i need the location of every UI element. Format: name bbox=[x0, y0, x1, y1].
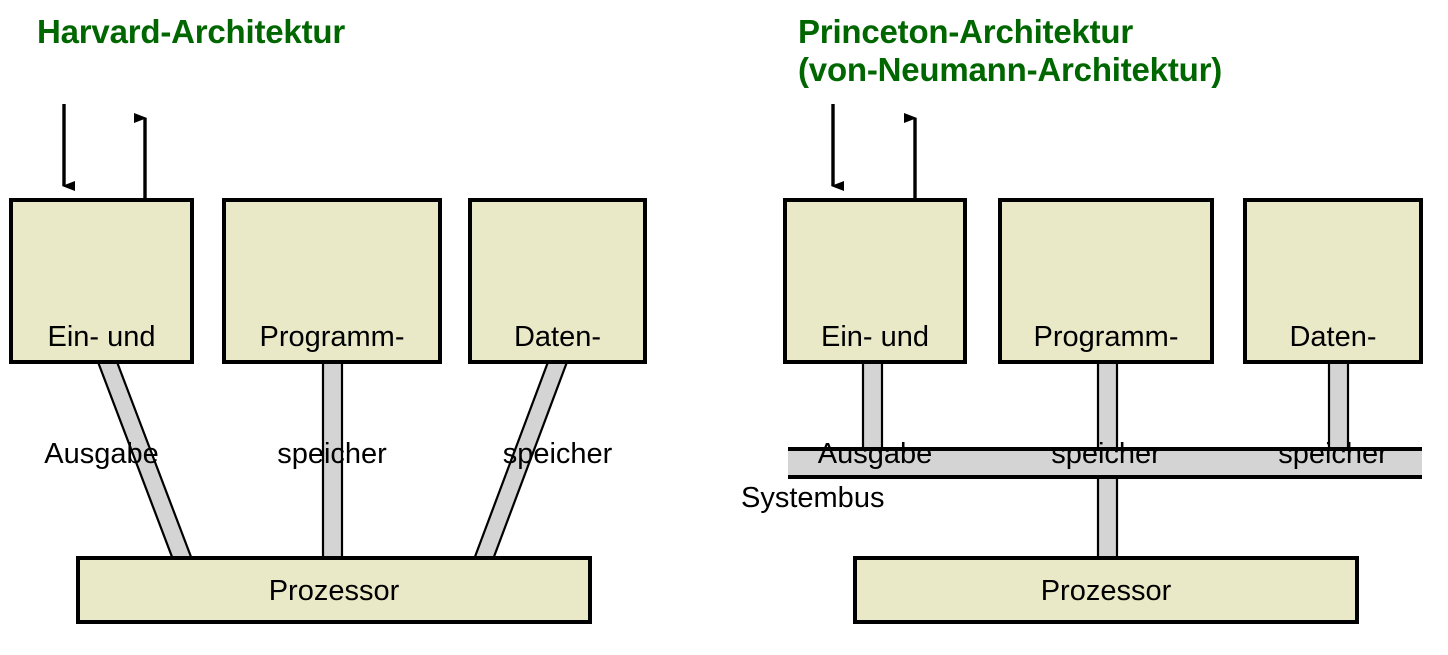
left-connector-io bbox=[96, 360, 198, 572]
right-diagram-title-line2: (von-Neumann-Architektur) bbox=[798, 51, 1223, 88]
right-box-processor bbox=[853, 556, 1359, 624]
left-box-processor bbox=[76, 556, 592, 624]
left-connector-data bbox=[468, 360, 569, 572]
right-connector-data bbox=[1327, 360, 1350, 454]
left-diagram-title: Harvard-Architektur bbox=[37, 13, 345, 50]
right-box-data bbox=[1243, 198, 1423, 364]
left-box-io bbox=[9, 198, 194, 364]
right-connector-program bbox=[1096, 360, 1119, 454]
left-connector-program bbox=[321, 360, 344, 572]
system-bus-label: Systembus bbox=[741, 482, 885, 514]
right-box-io bbox=[783, 198, 967, 364]
left-box-data bbox=[468, 198, 647, 364]
left-box-program bbox=[222, 198, 442, 364]
right-box-program bbox=[998, 198, 1214, 364]
right-diagram-title-line1: Princeton-Architektur bbox=[798, 13, 1134, 50]
right-connector-io bbox=[861, 360, 884, 454]
system-bus bbox=[788, 447, 1422, 479]
